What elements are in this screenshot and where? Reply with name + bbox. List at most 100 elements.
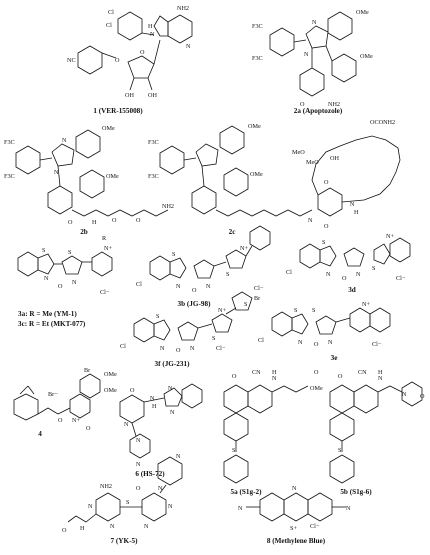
atom-label: N+ [218, 307, 226, 314]
atom-label: O [176, 347, 181, 354]
atom-label: Cl− [372, 341, 382, 348]
compound-label: 1 (VER-155008) [93, 107, 143, 115]
atom-label: N [150, 31, 155, 38]
atom-label: O [338, 373, 343, 380]
atom-label: NH2 [162, 203, 174, 210]
atom-label: CN [252, 369, 261, 376]
atom-label: O [420, 393, 425, 400]
atom-label: O [324, 223, 329, 230]
atom-label: Cl− [310, 523, 320, 530]
atom-label: O [115, 57, 120, 64]
compound-1: Cl Cl NH2 N H NC O O OH OH N 1 (VER-1550… [67, 5, 193, 115]
atom-label: F3C [252, 55, 263, 62]
compound-label: 3e [331, 354, 338, 362]
atom-label: N [176, 283, 181, 290]
atom-label: OH [125, 92, 134, 99]
compound-label: 8 (Methylene Blue) [267, 537, 326, 545]
atom-label: N [346, 505, 351, 512]
compound-label: 3d [348, 286, 356, 294]
atom-label: R [102, 235, 107, 242]
compound-label: 2a (Apoptozole) [294, 107, 343, 115]
atom-label: S [312, 307, 316, 314]
atom-label: NH2 [177, 5, 189, 12]
atom-label: N [326, 271, 331, 278]
atom-label: NC [67, 57, 76, 64]
atom-label: N [186, 43, 191, 50]
atom-label: NH2 [328, 101, 340, 108]
atom-label: N+ [104, 245, 112, 252]
atom-label: OMe [250, 171, 263, 178]
atom-label: H [378, 369, 383, 376]
atom-label: N [54, 169, 59, 176]
compound-label: 3a: R = Me (YM-1) [18, 310, 77, 318]
atom-label: O [136, 217, 141, 224]
atom-label: OH [330, 155, 339, 162]
atom-label: O [58, 283, 63, 290]
atom-label: S [322, 239, 326, 246]
atom-label: S [294, 307, 298, 314]
atom-label: S [68, 249, 72, 256]
atom-label: N [350, 201, 355, 208]
atom-label: N [88, 503, 93, 510]
atom-label: F3C [4, 139, 15, 146]
compound-3d: S N Cl O N S N+ Cl− 3d [286, 233, 411, 294]
atom-label: CN [358, 369, 367, 376]
compound-2b: F3C F3C OMe OMe N N O H O O NH2 2b [4, 125, 174, 236]
atom-label: N+ [240, 245, 248, 252]
atom-label: O [140, 49, 145, 56]
atom-label: NH2 [100, 483, 112, 490]
atom-label: Cl [258, 337, 264, 344]
compound-label: 3c: R = Et (MKT-077) [18, 320, 86, 328]
compound-3e: S N Cl O N S N+ Cl− 3e [258, 301, 391, 362]
atom-label: O [342, 275, 347, 282]
compound-label: 3f (JG-231) [155, 360, 191, 368]
atom-label: N [356, 271, 361, 278]
compound-label: 3b (JG-98) [178, 300, 212, 308]
atom-label: N [168, 385, 173, 392]
atom-label: O [136, 485, 141, 492]
atom-label: MeO [306, 159, 319, 166]
compound-label: 5a (S1g-2) [231, 488, 263, 496]
atom-label: N [292, 485, 297, 492]
atom-label: S [226, 271, 230, 278]
atom-label: O [192, 287, 197, 294]
atom-label: N [160, 345, 165, 352]
atom-label: S [338, 447, 342, 454]
atom-label: N [312, 19, 317, 26]
compound-label: 2c [229, 228, 237, 236]
atom-label: OH [148, 92, 157, 99]
atom-label: O [58, 417, 63, 424]
atom-label: S [126, 499, 130, 506]
atom-label: F3C [148, 173, 159, 180]
atom-label: N [62, 137, 67, 144]
atom-label: OMe [360, 53, 373, 60]
atom-label: N [124, 421, 129, 428]
atom-label: N [272, 375, 277, 382]
atom-label: Cl− [396, 275, 406, 282]
compound-label: 2b [80, 228, 88, 236]
atom-label: N [206, 283, 211, 290]
atom-label: N [150, 395, 155, 402]
atom-label: Cl [106, 22, 112, 29]
atom-label: O [68, 219, 73, 226]
compound-label: 7 (YK-5) [111, 537, 139, 545]
atom-label: Br [84, 367, 90, 374]
atom-label: N [72, 279, 77, 286]
compound-7: NH2 N N S O N N N N O H 7 (YK-5) [62, 453, 183, 545]
compound-2a: F3C F3C OMe OMe N N O NH2 2a (Apoptozole… [252, 9, 373, 115]
compound-3f: S N Cl O N S N+ S Br Cl− 3f (JG-231) [120, 291, 260, 368]
atom-label: O [314, 341, 319, 348]
atom-label: Br− [48, 391, 58, 398]
atom-label: O [86, 425, 91, 432]
atom-label: Br [254, 295, 260, 302]
atom-label: OMe [106, 173, 119, 180]
atom-label: N [298, 339, 303, 346]
atom-label: F3C [252, 23, 263, 30]
atom-label: O [232, 373, 237, 380]
atom-label: Cl− [254, 285, 264, 292]
atom-label: H [92, 219, 97, 226]
atom-label: N [304, 51, 309, 58]
atom-label: O [62, 527, 67, 534]
